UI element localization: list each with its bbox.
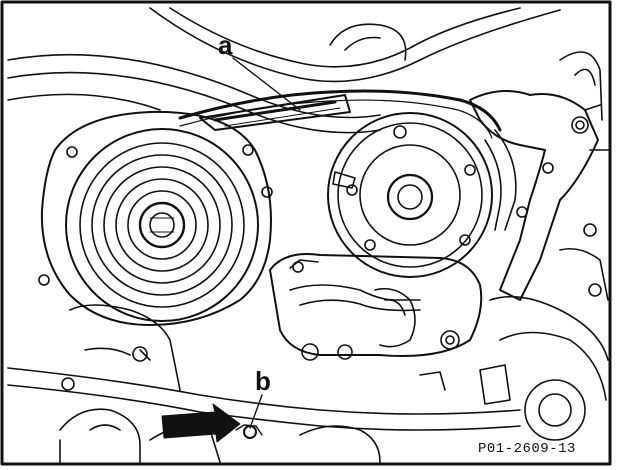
timing-cover (38, 110, 273, 326)
mounting-bracket (469, 90, 609, 301)
callout-a: a (218, 30, 233, 60)
figure-frame (0, 0, 612, 466)
figure-id: P01-2609-13 (478, 441, 576, 457)
bolt-b (235, 424, 263, 439)
camshaft-sprocket (327, 112, 493, 278)
drive-belt (7, 304, 521, 431)
lower-housing (269, 253, 483, 361)
tensioner-rail (199, 94, 351, 131)
lower-right-parts (419, 223, 609, 441)
crankshaft-pulley (65, 128, 259, 322)
arrow-icon (161, 403, 241, 443)
leader-line-b (249, 394, 263, 429)
upper-hoses (7, 7, 603, 134)
callout-b: b (255, 366, 271, 396)
leader-line-a (232, 57, 301, 111)
